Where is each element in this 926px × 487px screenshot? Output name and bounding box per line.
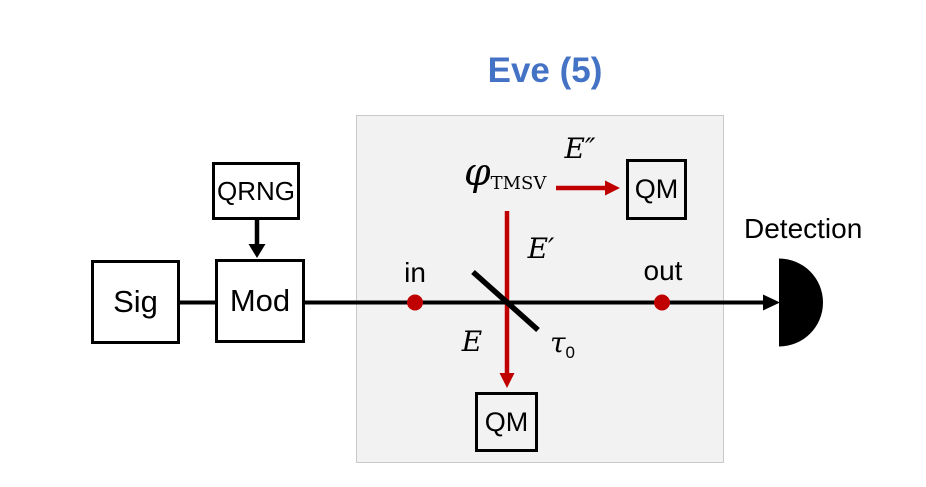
detector-icon bbox=[779, 258, 823, 347]
phi-base: φ bbox=[464, 150, 491, 194]
signal-line bbox=[305, 294, 780, 311]
qrng-to-mod-arrow bbox=[248, 220, 266, 258]
tmsv-to-qm-arrow bbox=[556, 180, 620, 196]
e-label: E bbox=[461, 325, 483, 358]
qm-top-box-label: QM bbox=[634, 174, 679, 204]
e-double-prime-label: E″ bbox=[564, 132, 596, 165]
phi-subscript: TMSV bbox=[490, 173, 547, 194]
e-prime-label: E′ bbox=[527, 232, 555, 265]
in-dot bbox=[407, 294, 423, 311]
detection-label: Detection bbox=[744, 213, 863, 244]
mod-box: Mod bbox=[215, 259, 305, 343]
qrng-box: QRNG bbox=[212, 162, 300, 220]
diagram-title: Eve (5) bbox=[487, 51, 603, 90]
beamsplitter-icon bbox=[471, 269, 540, 333]
phi-tmsv-label: φTMSV bbox=[464, 150, 547, 194]
eve-region bbox=[356, 115, 724, 463]
tau0-label: τ0 bbox=[550, 326, 575, 362]
qm-bottom-box-label: QM bbox=[484, 406, 529, 437]
tau0-base: τ bbox=[550, 326, 566, 359]
tmsv-down-arrow bbox=[499, 211, 515, 388]
tau0-subscript: 0 bbox=[565, 343, 575, 362]
qm-bottom-box: QM bbox=[475, 392, 538, 452]
sig-box: Sig bbox=[91, 260, 180, 344]
in-label: in bbox=[404, 257, 426, 288]
out-label: out bbox=[643, 255, 683, 286]
mod-box-label: Mod bbox=[229, 283, 291, 318]
sig-box-label: Sig bbox=[113, 284, 158, 319]
signal-arrowhead bbox=[763, 294, 780, 311]
qm-top-box: QM bbox=[626, 159, 687, 220]
out-dot bbox=[654, 294, 670, 311]
qrng-box-label: QRNG bbox=[217, 175, 295, 206]
